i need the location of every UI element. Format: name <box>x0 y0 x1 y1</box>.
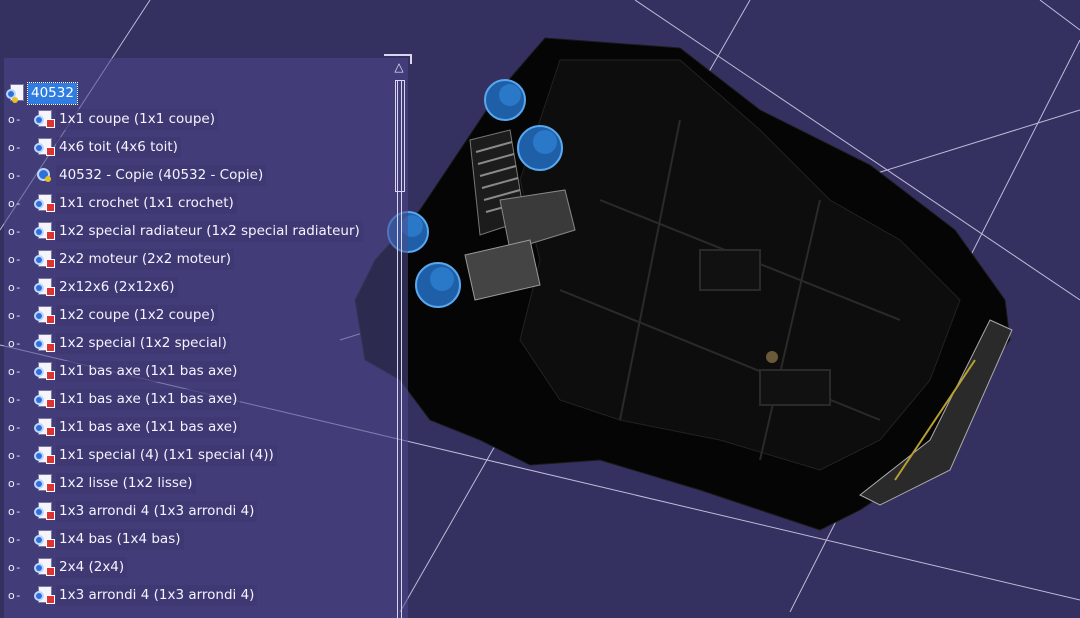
tree-node[interactable]: o - 1x3 arrondi 4 (1x3 arrondi 4) <box>0 584 258 606</box>
part-icon <box>34 361 55 381</box>
part-icon <box>34 221 55 241</box>
part-icon <box>34 445 55 465</box>
tree-connector-icon[interactable]: o - <box>8 252 20 266</box>
tree-connector-icon[interactable]: o - <box>8 196 20 210</box>
tree-node[interactable]: o - 2x12x6 (2x12x6) <box>0 276 178 298</box>
tree-node[interactable]: o - 4x6 toit (4x6 toit) <box>0 136 181 158</box>
tree-connector-icon[interactable]: o - <box>8 168 20 182</box>
product-icon <box>6 83 26 103</box>
tree-connector-icon[interactable]: o - <box>8 224 20 238</box>
tree-connector-icon[interactable]: o - <box>8 112 20 126</box>
car-detail-lines <box>559 119 901 461</box>
tree-node[interactable]: o - 1x4 bas (1x4 bas) <box>0 528 184 550</box>
panel-corner <box>384 54 412 64</box>
tree-node[interactable]: o - 1x1 bas axe (1x1 bas axe) <box>0 360 241 382</box>
tree-node[interactable]: o - 40532 - Copie (40532 - Copie) <box>0 164 267 186</box>
tree-node[interactable]: o - 1x2 special (1x2 special) <box>0 332 230 354</box>
part-icon <box>34 417 55 437</box>
part-icon <box>34 305 55 325</box>
tree-node-label[interactable]: 1x4 bas (1x4 bas) <box>56 528 184 550</box>
tree-node-label[interactable]: 2x12x6 (2x12x6) <box>56 276 178 298</box>
tree-scrollbar[interactable]: △ <box>392 58 406 618</box>
tree-node-label[interactable]: 2x2 moteur (2x2 moteur) <box>56 248 234 270</box>
part-icon <box>34 109 55 129</box>
tree-connector-icon[interactable]: o - <box>8 420 20 434</box>
part-icon <box>34 389 55 409</box>
headlight-studs <box>387 79 563 308</box>
tree-connector-icon[interactable]: o - <box>8 308 20 322</box>
part-icon <box>34 137 55 157</box>
part-icon <box>34 193 55 213</box>
rear-bumper <box>859 319 1013 506</box>
tree-node[interactable]: o - 1x1 coupe (1x1 coupe) <box>0 108 218 130</box>
assembly-icon <box>34 165 54 185</box>
tree-connector-icon[interactable]: o - <box>8 364 20 378</box>
tree-connector-icon[interactable]: o - <box>8 448 20 462</box>
part-icon <box>34 277 55 297</box>
tree-connector-icon[interactable]: o - <box>8 588 20 602</box>
car-model[interactable] <box>354 37 1013 531</box>
tree-root-node[interactable]: 40532 <box>6 81 78 105</box>
tree-node-label[interactable]: 1x1 crochet (1x1 crochet) <box>56 192 237 214</box>
tree-connector-icon[interactable]: o - <box>8 336 20 350</box>
tree-connector-icon[interactable]: o - <box>8 560 20 574</box>
tree-node[interactable]: o - 2x4 (2x4) <box>0 556 128 578</box>
tree-node-label[interactable]: 1x1 bas axe (1x1 bas axe) <box>56 388 241 410</box>
radiator-grille <box>464 129 576 301</box>
part-icon <box>34 333 55 353</box>
tree-node-label[interactable]: 2x4 (2x4) <box>56 556 128 578</box>
part-icon <box>34 557 55 577</box>
tree-node[interactable]: o - 1x1 special (4) (1x1 special (4)) <box>0 444 277 466</box>
tree-node[interactable]: o - 1x1 crochet (1x1 crochet) <box>0 192 237 214</box>
tree-connector-icon[interactable]: o - <box>8 140 20 154</box>
part-icon <box>34 585 55 605</box>
scroll-up-arrow-icon[interactable]: △ <box>394 60 404 74</box>
tree-root-label[interactable]: 40532 <box>27 81 78 105</box>
tree-node[interactable]: o - 2x2 moteur (2x2 moteur) <box>0 248 234 270</box>
tree-connector-icon[interactable]: o - <box>8 476 20 490</box>
tree-node-label[interactable]: 1x2 coupe (1x2 coupe) <box>56 304 218 326</box>
part-icon <box>34 529 55 549</box>
tree-node-label[interactable]: 4x6 toit (4x6 toit) <box>56 136 181 158</box>
tree-node-label[interactable]: 1x1 bas axe (1x1 bas axe) <box>56 416 241 438</box>
tree-node-label[interactable]: 1x2 special radiateur (1x2 special radia… <box>56 220 363 242</box>
scroll-rail-left <box>397 80 398 618</box>
part-icon <box>34 249 55 269</box>
tree-node[interactable]: o - 1x2 special radiateur (1x2 special ra… <box>0 220 363 242</box>
tree-node[interactable]: o - 1x1 bas axe (1x1 bas axe) <box>0 388 241 410</box>
tree-node[interactable]: o - 1x2 coupe (1x2 coupe) <box>0 304 218 326</box>
scroll-rail-right <box>401 80 402 618</box>
tree-node[interactable]: o - 1x1 bas axe (1x1 bas axe) <box>0 416 241 438</box>
tree-connector-icon[interactable]: o - <box>8 280 20 294</box>
tree-node[interactable]: o - 1x2 lisse (1x2 lisse) <box>0 472 196 494</box>
small-detail <box>766 351 778 363</box>
tree-node-label[interactable]: 1x3 arrondi 4 (1x3 arrondi 4) <box>56 584 258 606</box>
part-icon <box>34 501 55 521</box>
tree-node-label[interactable]: 1x3 arrondi 4 (1x3 arrondi 4) <box>56 500 258 522</box>
tree-node-label[interactable]: 1x1 coupe (1x1 coupe) <box>56 108 218 130</box>
scroll-thumb[interactable] <box>395 80 405 192</box>
tree-node-label[interactable]: 40532 - Copie (40532 - Copie) <box>56 164 267 186</box>
tree-node-label[interactable]: 1x2 special (1x2 special) <box>56 332 230 354</box>
tree-node-label[interactable]: 1x1 special (4) (1x1 special (4)) <box>56 444 277 466</box>
tree-connector-icon[interactable]: o - <box>8 392 20 406</box>
part-icon <box>34 473 55 493</box>
tree-connector-icon[interactable]: o - <box>8 504 20 518</box>
tree-node-label[interactable]: 1x1 bas axe (1x1 bas axe) <box>56 360 241 382</box>
tree-node[interactable]: o - 1x3 arrondi 4 (1x3 arrondi 4) <box>0 500 258 522</box>
tree-node-label[interactable]: 1x2 lisse (1x2 lisse) <box>56 472 196 494</box>
tree-connector-icon[interactable]: o - <box>8 532 20 546</box>
